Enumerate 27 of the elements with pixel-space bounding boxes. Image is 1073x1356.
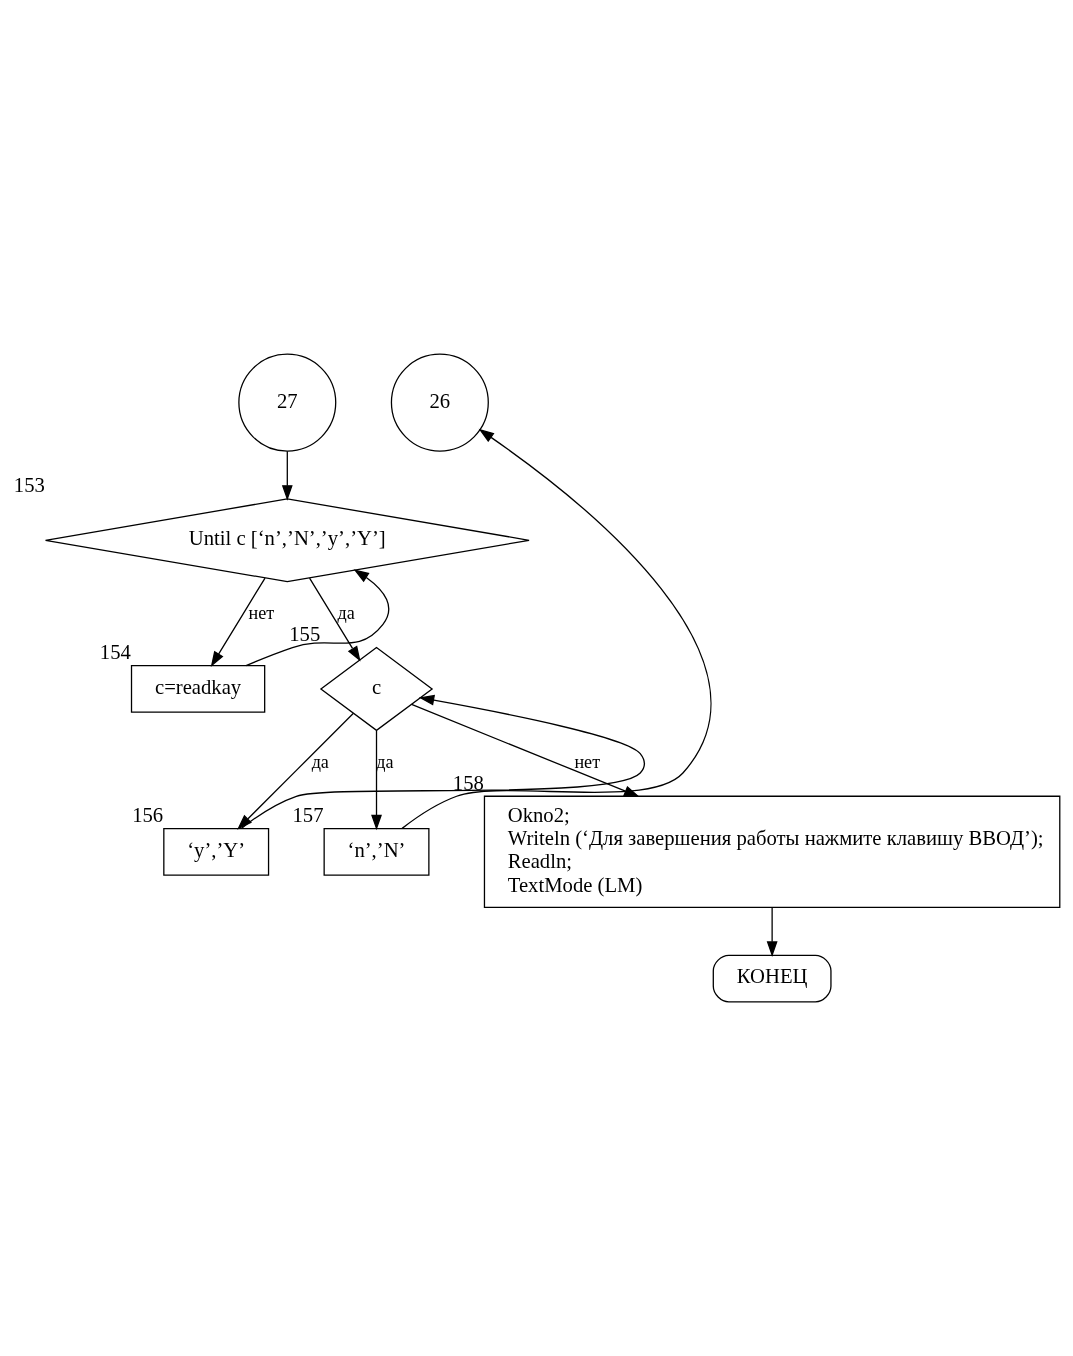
node-box: Okno2; Writeln (‘Для завершения работы нажмите клавишу ВВОД’); Readln; TextMode (LM) <box>483 795 1061 909</box>
node-label: 155 <box>289 622 321 645</box>
arrow <box>245 569 390 667</box>
arrow <box>371 730 382 831</box>
node-box: c=readkay <box>130 665 266 713</box>
arrow <box>308 577 361 662</box>
edge-label: да <box>311 752 329 773</box>
arrow <box>210 577 266 667</box>
node-box: ‘y’,’Y’ <box>163 827 270 876</box>
arrow <box>281 450 293 501</box>
arrow <box>240 694 646 830</box>
node-box: ‘n’,’N’ <box>323 827 430 876</box>
node-label: 158 <box>452 771 484 794</box>
node-label: 157 <box>292 803 324 826</box>
edge-label: нет <box>248 603 275 624</box>
node-label: 156 <box>132 803 164 826</box>
arrow <box>401 428 711 830</box>
node-circle: 27 <box>238 353 337 452</box>
node-label: 154 <box>99 640 131 663</box>
node-circle: 26 <box>390 353 489 452</box>
arrow <box>237 712 354 830</box>
edge-label: нет <box>574 752 601 773</box>
node-box: КОНЕЦ <box>712 954 832 1003</box>
node-label: 153 <box>13 474 45 497</box>
edge-label: да <box>337 603 355 624</box>
arrow <box>410 703 640 797</box>
arrow <box>766 906 778 957</box>
